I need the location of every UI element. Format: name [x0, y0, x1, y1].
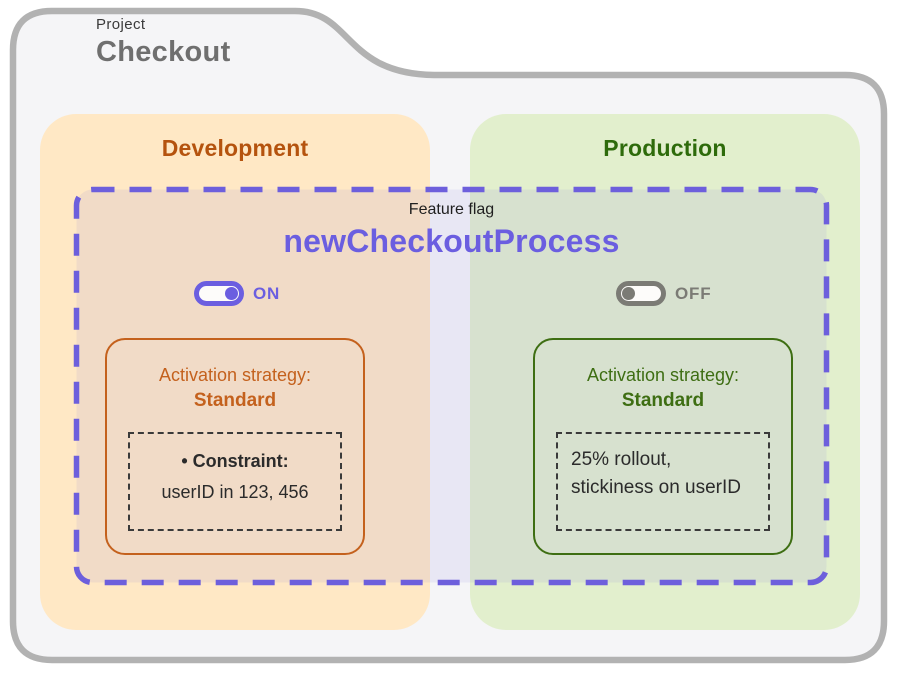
toggle-on-label: ON [253, 283, 281, 303]
feature-flag-kicker: Feature flag [408, 201, 495, 218]
strategy-name: Standard [621, 390, 705, 411]
toggle-group-production: OFF [616, 281, 711, 306]
constraint-box: • Constraint: userID in 123, 456 [128, 432, 342, 531]
project-title-block: Project Checkout [96, 16, 231, 69]
toggle-knob [622, 287, 635, 300]
toggle-knob [225, 287, 238, 300]
strategy-card-development: Activation strategy: Standard • Constrai… [105, 338, 365, 555]
constraint-value: userID in 123, 456 [161, 482, 309, 502]
strategy-card-production: Activation strategy: Standard 25% rollou… [533, 338, 793, 555]
constraint-title: • Constraint: [181, 451, 289, 471]
toggle-group-development: ON [194, 281, 280, 306]
environment-header-production: Production [603, 135, 727, 161]
rollout-line2: stickiness on userID [571, 477, 742, 498]
strategy-heading: Activation strategy: [586, 365, 740, 385]
rollout-line1: 25% rollout, [571, 449, 672, 470]
environment-header-development: Development [161, 135, 309, 161]
toggle-off-label: OFF [675, 283, 712, 303]
feature-flag-name: newCheckoutProcess [283, 223, 620, 259]
project-label: Project [96, 16, 146, 33]
toggle-off-switch[interactable] [616, 281, 666, 306]
rollout-box: 25% rollout, stickiness on userID [556, 432, 770, 531]
project-name: Checkout [96, 36, 231, 68]
strategy-heading: Activation strategy: [158, 365, 312, 385]
feature-flag-heading: Feature flag newCheckoutProcess [76, 201, 827, 260]
toggle-on-switch[interactable] [194, 281, 244, 306]
strategy-name: Standard [193, 390, 277, 411]
